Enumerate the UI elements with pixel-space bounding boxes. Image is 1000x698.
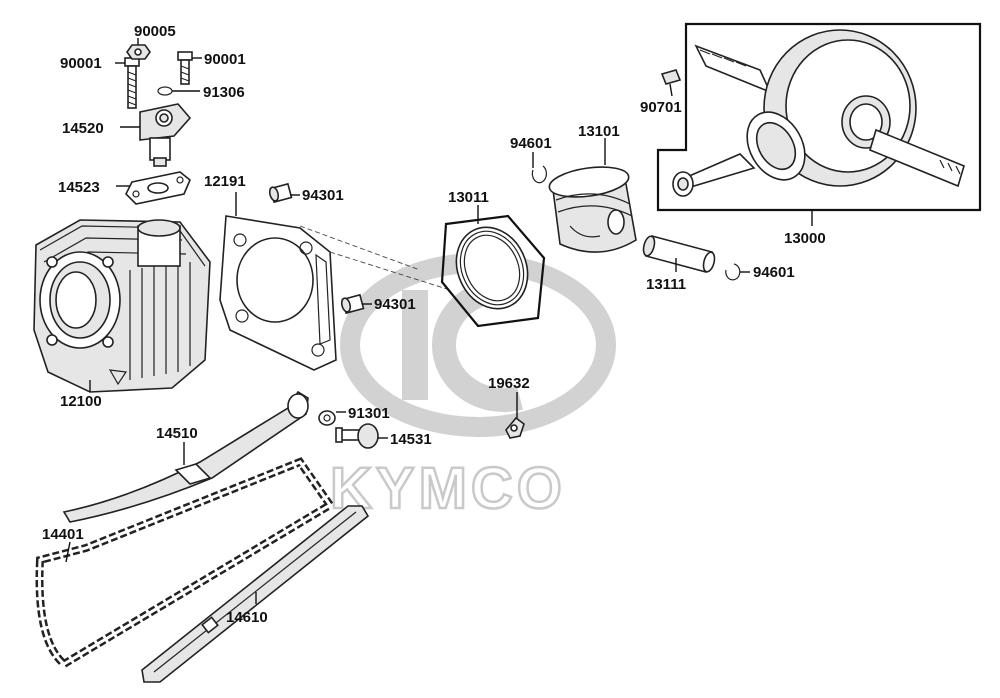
clip-19632[interactable] — [505, 416, 525, 439]
alignment-lines — [299, 225, 451, 291]
pivot-bolt-14531[interactable] — [335, 423, 379, 449]
piston-pin-13111[interactable] — [642, 235, 717, 273]
piston-13101[interactable] — [547, 163, 637, 253]
key-90701[interactable] — [660, 69, 682, 85]
callout-13101[interactable]: 13101 — [578, 123, 620, 140]
callout-14610[interactable]: 14610 — [226, 609, 268, 626]
leader-lines — [65, 38, 813, 604]
callout-91306[interactable]: 91306 — [203, 84, 245, 101]
cam-chain-14401[interactable] — [35, 457, 336, 669]
circlip-94601-top[interactable] — [531, 165, 547, 184]
callout-12191[interactable]: 12191 — [204, 173, 246, 190]
dowel-94301-bottom[interactable] — [340, 293, 365, 315]
callout-94601-right[interactable]: 94601 — [753, 264, 795, 281]
callout-94301-bottom[interactable]: 94301 — [374, 296, 416, 313]
kymco-watermark-logo: KYMCO — [329, 253, 616, 522]
bolt-90001-left[interactable] — [124, 57, 140, 109]
oring-91306[interactable] — [157, 86, 173, 96]
tensioner-14520[interactable] — [139, 103, 192, 167]
kymco-watermark-text: KYMCO — [330, 456, 566, 521]
callout-90001-right[interactable]: 90001 — [204, 51, 246, 68]
bolt-90001-right[interactable] — [177, 51, 193, 85]
callout-labels: 90005 90001 90001 91306 14520 14523 1219… — [42, 23, 826, 626]
callout-13011[interactable]: 13011 — [448, 189, 489, 206]
chain-guide-14610[interactable] — [141, 505, 370, 683]
cylinder-12100[interactable] — [33, 219, 211, 393]
circlip-94601-right[interactable] — [725, 263, 741, 281]
callout-14523[interactable]: 14523 — [58, 179, 100, 196]
callout-14520[interactable]: 14520 — [62, 120, 104, 137]
callout-90001-left[interactable]: 90001 — [60, 55, 102, 72]
crankshaft-13000[interactable] — [656, 22, 982, 212]
callout-94601-top[interactable]: 94601 — [510, 135, 552, 152]
callout-14531[interactable]: 14531 — [390, 431, 432, 448]
callout-94301-top[interactable]: 94301 — [302, 187, 344, 204]
callout-14510[interactable]: 14510 — [156, 425, 198, 442]
nut-90005[interactable] — [126, 44, 151, 60]
callout-12100[interactable]: 12100 — [60, 393, 102, 410]
piston-rings-13011[interactable] — [440, 214, 546, 328]
callout-19632[interactable]: 19632 — [488, 375, 530, 392]
callout-90005[interactable]: 90005 — [134, 23, 176, 40]
dowel-94301-top[interactable] — [268, 182, 293, 204]
washer-91301[interactable] — [318, 410, 336, 426]
gasket-12191[interactable] — [219, 215, 337, 371]
callout-90701[interactable]: 90701 — [640, 99, 682, 116]
gasket-14523[interactable] — [125, 171, 191, 205]
guide-14510[interactable] — [62, 390, 309, 523]
callout-13000[interactable]: 13000 — [784, 230, 826, 247]
callout-91301[interactable]: 91301 — [348, 405, 390, 422]
callout-13111[interactable]: 13111 — [646, 276, 686, 293]
callout-14401[interactable]: 14401 — [42, 526, 84, 543]
